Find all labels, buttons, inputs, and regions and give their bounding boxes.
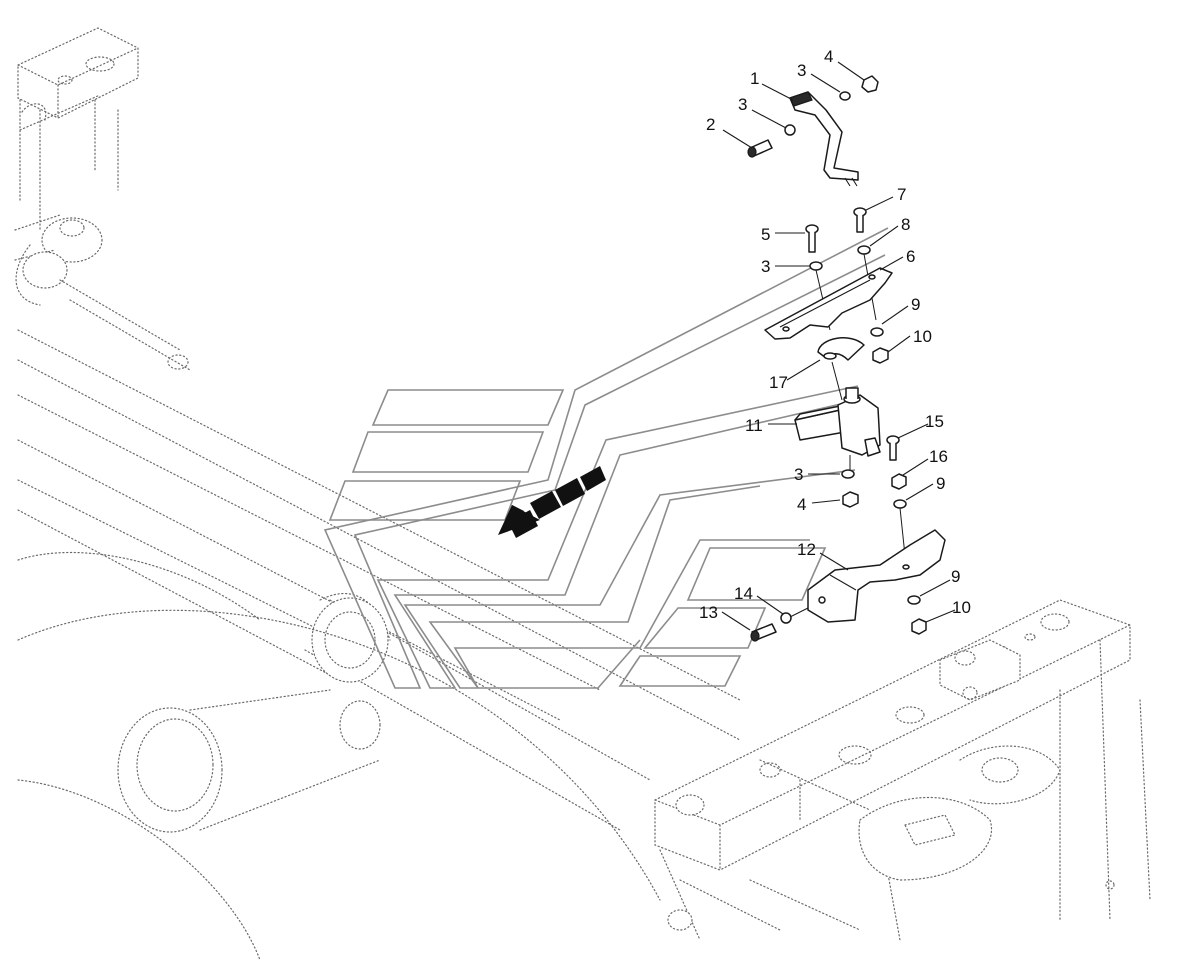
callout-labels: 1 2 3 3 4 5 3 7 8 6 9 10 17 11 15 16 3 9…: [699, 47, 971, 622]
callout-4: 4: [824, 47, 833, 66]
callout-9: 9: [951, 567, 960, 586]
callout-10: 10: [952, 598, 971, 617]
shim-17: [817, 337, 865, 361]
callout-16: 16: [929, 447, 948, 466]
callout-5: 5: [761, 225, 770, 244]
callout-3: 3: [738, 95, 747, 114]
leader-lines: [721, 61, 956, 631]
nut-4-lower: [842, 491, 859, 508]
callout-11: 11: [745, 416, 763, 435]
chassis-frame-outline: [14, 27, 1151, 961]
nut-10-lower: [911, 618, 927, 635]
callout-14: 14: [734, 584, 753, 603]
bolt-13: [750, 623, 777, 642]
callout-3: 3: [761, 257, 770, 276]
washer-14: [780, 612, 792, 624]
callout-9: 9: [936, 474, 945, 493]
callout-6: 6: [906, 247, 915, 266]
callout-3: 3: [797, 61, 806, 80]
bolt-5: [805, 224, 819, 253]
callout-9: 9: [911, 295, 920, 314]
callout-10: 10: [913, 327, 932, 346]
washer-3-mid: [809, 261, 823, 271]
callout-3: 3: [794, 465, 803, 484]
height-sensor-11: [794, 387, 881, 457]
washer-9-lower: [907, 595, 921, 605]
callout-13: 13: [699, 603, 718, 622]
bolt-2: [747, 139, 773, 158]
callout-17: 17: [769, 373, 788, 392]
callout-15: 15: [925, 412, 944, 431]
washer-9-upper: [870, 327, 884, 337]
washer-3-upper-right: [839, 91, 851, 101]
nut-10-upper: [872, 347, 889, 364]
washer-8: [857, 245, 871, 255]
nut-16: [891, 473, 907, 490]
washer-3-upper-left: [784, 124, 796, 136]
callout-7: 7: [897, 185, 906, 204]
upper-bracket: [789, 91, 859, 187]
washer-3-lower: [841, 469, 855, 479]
nut-4-top: [861, 75, 879, 93]
lower-bracket-12: [807, 529, 946, 623]
callout-4: 4: [797, 495, 806, 514]
direction-arrow: [498, 466, 606, 538]
callout-8: 8: [901, 215, 910, 234]
callout-2: 2: [706, 115, 715, 134]
bolt-7: [853, 207, 867, 233]
washer-9-mid: [893, 499, 907, 509]
callout-12: 12: [797, 540, 816, 559]
mounting-plate-6: [764, 267, 893, 340]
bolt-15: [886, 435, 900, 461]
assembly-direction-graphic: [323, 227, 889, 689]
callout-1: 1: [750, 69, 759, 88]
